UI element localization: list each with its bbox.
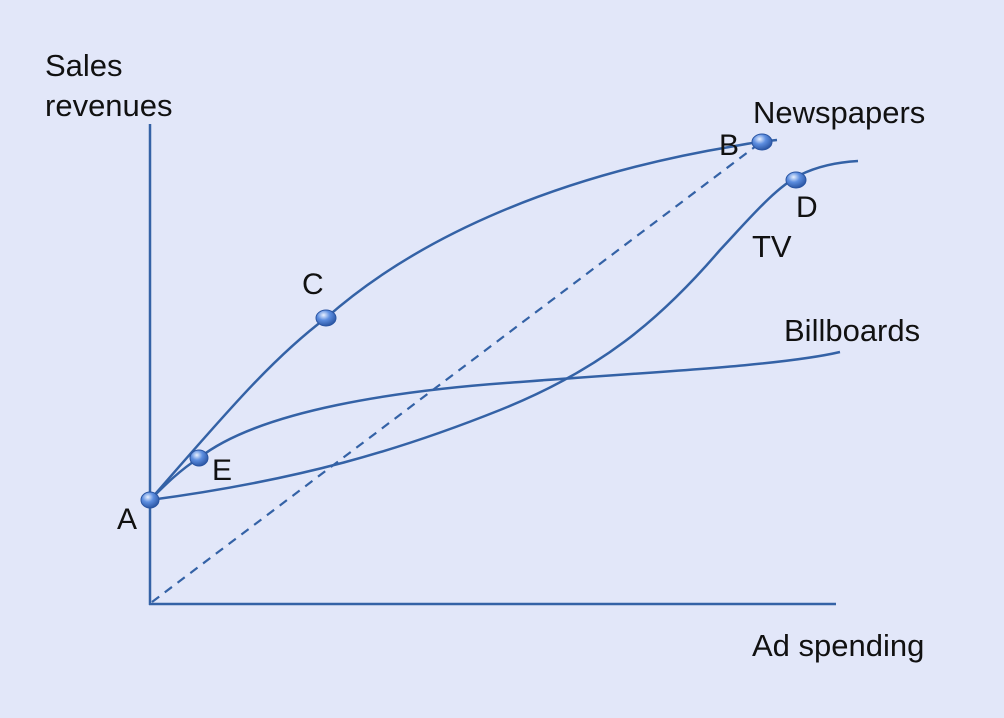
point-d-label: D: [796, 191, 818, 224]
billboards-label: Billboards: [784, 313, 921, 348]
point-c-label: C: [302, 268, 324, 301]
point-b-label: B: [719, 129, 740, 162]
point-c-marker: [315, 309, 337, 327]
y-axis-title-line-2: revenues: [45, 88, 173, 123]
point-e-label: E: [212, 454, 233, 487]
billboards-curve: [149, 350, 841, 501]
x-axis-title: Ad spending: [752, 628, 925, 663]
point-a-label: A: [117, 503, 138, 536]
y-axis-title: Sales revenues: [45, 46, 173, 126]
point-e-marker: [189, 449, 209, 467]
point-a-marker: [140, 491, 160, 509]
newspapers-curve: [149, 138, 778, 501]
tv-label: TV: [752, 229, 792, 264]
point-d-marker: [785, 171, 807, 189]
point-b-marker: [751, 133, 773, 151]
tv-curve: [149, 159, 859, 502]
newspapers-label: Newspapers: [753, 95, 926, 130]
y-axis-title-line-1: Sales: [45, 48, 123, 83]
